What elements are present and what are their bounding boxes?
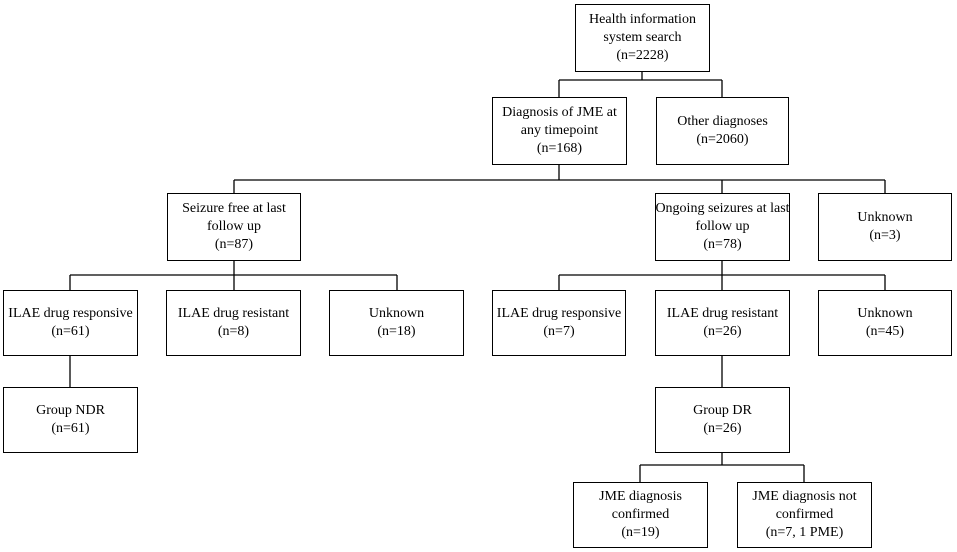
jme-diagnosis-confirmed-box: JME diagnosis confirmed (n=19)	[573, 482, 708, 548]
ongoing-drug-responsive-box: ILAE drug responsive (n=7)	[492, 290, 626, 356]
box-text-line: ILAE drug resistant	[177, 306, 290, 321]
other-diagnoses-box: Other diagnoses (n=2060)	[656, 97, 789, 165]
seizure-free-drug-resistant-box: ILAE drug resistant (n=8)	[166, 290, 301, 356]
box-text-line: (n=168)	[536, 141, 583, 156]
box-text-line: Group NDR	[36, 403, 105, 418]
box-text-line: confirmed	[775, 507, 834, 522]
box-text-line: (n=7, 1 PME)	[765, 525, 844, 540]
box-text-line: follow up	[695, 219, 750, 234]
box-text-line: (n=3)	[869, 228, 901, 243]
box-text-line: ILAE drug responsive	[8, 306, 133, 321]
box-text-line: any timepoint	[520, 123, 599, 138]
ongoing-drug-resistant-box: ILAE drug resistant (n=26)	[655, 290, 790, 356]
box-text-line: follow up	[206, 219, 262, 234]
box-text-line: system search	[603, 30, 682, 45]
box-text-line: Group DR	[693, 403, 752, 418]
seizure-free-unknown-box: Unknown (n=18)	[329, 290, 464, 356]
jme-diagnosis-not-confirmed-box: JME diagnosis not confirmed (n=7, 1 PME)	[737, 482, 872, 548]
box-text-line: Ongoing seizures at last	[655, 201, 790, 216]
box-text-line: (n=61)	[51, 324, 90, 339]
box-text-line: Health information	[589, 12, 696, 27]
seizure-free-drug-responsive-box: ILAE drug responsive (n=61)	[3, 290, 138, 356]
box-text-line: (n=61)	[51, 421, 90, 436]
box-text-line: (n=8)	[217, 324, 250, 339]
group-ndr-box: Group NDR (n=61)	[3, 387, 138, 453]
box-text-line: Diagnosis of JME at	[502, 105, 617, 120]
box-text-line: JME diagnosis	[599, 489, 682, 504]
health-information-system-search-box: Health information system search (n=2228)	[575, 4, 710, 72]
box-text-line: (n=19)	[621, 525, 660, 540]
box-text-line: (n=45)	[865, 324, 905, 339]
box-text-line: Other diagnoses	[677, 114, 768, 129]
diagnosis-jme-box: Diagnosis of JME at any timepoint (n=168)	[492, 97, 627, 165]
box-text-line: Seizure free at last	[182, 201, 286, 216]
box-text-line: (n=18)	[377, 324, 416, 339]
unknown-level3-box: Unknown (n=3)	[818, 193, 952, 261]
box-text-line: Unknown	[368, 306, 425, 321]
box-text-line: (n=87)	[214, 237, 254, 252]
box-text-line: (n=26)	[703, 421, 742, 436]
group-dr-box: Group DR (n=26)	[655, 387, 790, 453]
seizure-free-box: Seizure free at last follow up (n=87)	[167, 193, 301, 261]
box-text-line: (n=26)	[703, 324, 742, 339]
box-text-line: confirmed	[611, 507, 670, 522]
box-text-line: JME diagnosis not	[752, 489, 857, 504]
ongoing-seizures-box: Ongoing seizures at last follow up (n=78)	[655, 193, 790, 261]
box-text-line: Unknown	[857, 306, 913, 321]
box-text-line: (n=78)	[703, 237, 742, 252]
box-text-line: ILAE drug resistant	[666, 306, 779, 321]
box-text-line: ILAE drug responsive	[496, 306, 622, 321]
box-text-line: (n=7)	[543, 324, 575, 339]
box-text-line: (n=2228)	[616, 48, 669, 63]
box-text-line: Unknown	[857, 210, 913, 225]
ongoing-unknown-box: Unknown (n=45)	[818, 290, 952, 356]
box-text-line: (n=2060)	[696, 132, 749, 147]
